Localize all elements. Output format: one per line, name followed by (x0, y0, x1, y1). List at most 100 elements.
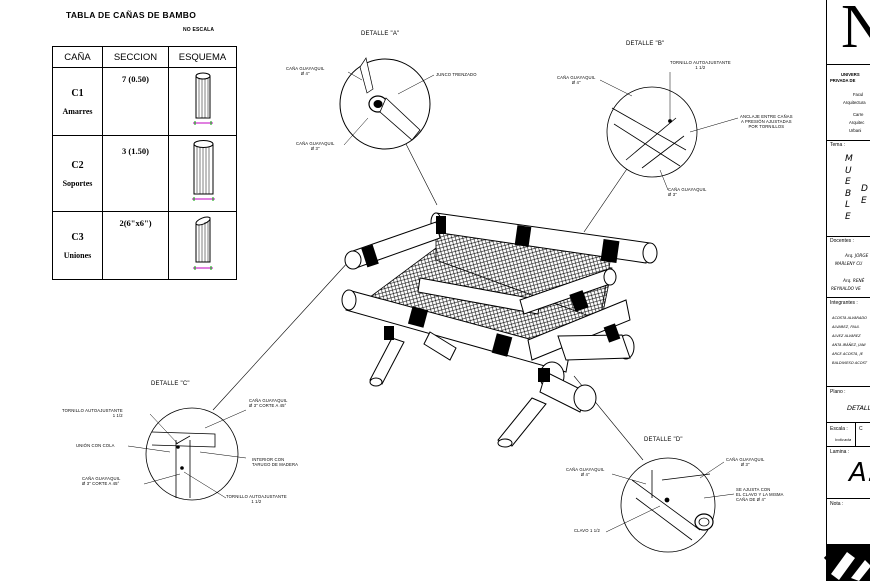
escala-label: Escala : (830, 426, 848, 432)
logo-letter: N (841, 0, 870, 61)
row-code: C3 (71, 231, 84, 243)
tema-letter: E (845, 211, 851, 222)
univ-line: PRIVADA DE (830, 78, 856, 83)
row-code: C2 (71, 159, 84, 171)
row-section: 2(6"x6") (119, 217, 152, 228)
tema-text-2: D E (861, 184, 868, 207)
univ-line: Urbani (849, 128, 862, 133)
row-section-cell: 3 (1.50) (102, 135, 169, 212)
bamboo-chair (341, 212, 658, 448)
divider (827, 386, 870, 387)
detail-c-label: TORNILLO AUTOAJUSTANTE 1 1/2 (62, 408, 123, 418)
divider (827, 422, 870, 423)
tema-letter: U (845, 165, 852, 176)
escala-value: Indicada (835, 437, 852, 442)
row-section: 3 (1.50) (122, 145, 149, 156)
detail-a-label: CAÑA GUAYAQUIL Ø 3" (296, 141, 335, 151)
divider (855, 422, 856, 446)
tema-text: M U E B L E (845, 154, 853, 223)
tema-letter: M (845, 154, 853, 164)
detail-b-label: CAÑA GUAYAQUIL Ø 4" (557, 75, 596, 85)
row-code: C1 (71, 87, 84, 99)
detail-c-circle (145, 407, 239, 501)
label-leaders (127, 71, 739, 533)
detail-b-label: TORNILLO AUTOAJUSTANTE 1 1/2 (670, 60, 731, 70)
row-schema-cell (168, 135, 237, 212)
detail-d-title: DETALLE "D" (644, 437, 683, 443)
row-name: Uniones (63, 250, 92, 260)
divider (827, 446, 870, 447)
table-title: TABLA DE CAÑAS DE BAMBO (66, 10, 197, 20)
docente-line: MARLENY CU (835, 261, 863, 266)
detail-b-label: ANCLAJE ENTRE CAÑAS A PRESIÓN AJUSTADAS … (740, 114, 793, 129)
detail-c-label: CAÑA GUAYAQUIL Ø 3" CORTE A 45° (249, 398, 288, 408)
integrante-line: BALDIVIESO ACOST (832, 361, 868, 365)
detail-c-title: DETALLE "C" (151, 381, 190, 387)
bamboo-c2-schema (191, 140, 215, 201)
nota-label: Nota : (830, 501, 844, 507)
integrante-line: ANTA IBÁÑEZ, JANI (832, 343, 866, 347)
row-name: Soportes (62, 178, 93, 188)
c-label: C (859, 426, 863, 432)
detail-c-label: TORNILLO AUTOAJUSTANTE 1 1/2 (226, 494, 287, 504)
row-name: Amarres (62, 106, 93, 116)
plano-label: Plano : (830, 389, 846, 395)
detail-d-label: SE AJUSTA CON EL CLAVO Y LA MISMA CAÑA D… (736, 487, 784, 502)
detail-d-label: CAÑA GUAYAQUIL Ø 3" (726, 457, 765, 467)
integrante-line: ACOSTA ALVARADO (832, 316, 867, 320)
docente-line: Arq. JORGE (845, 253, 869, 258)
univ-line: Arquitec (849, 120, 865, 125)
integrante-line: ARCE ACOSTA, JE (832, 352, 863, 356)
univ-line: UNIVERS (841, 72, 860, 77)
tema-letter: E (845, 177, 851, 187)
docente-line: REYNALDO VE (831, 286, 861, 291)
detail-a-circle (339, 57, 431, 150)
row-schema-cell (168, 67, 237, 136)
table-header-row: CAÑA SECCION ESQUEMA (52, 46, 237, 68)
tema-letter: D (861, 184, 868, 194)
detail-b-label: CAÑA GUAYAQUIL Ø 3" (668, 187, 707, 197)
scale-note: NO ESCALA (183, 27, 215, 33)
univ-line: Arquitectura (843, 100, 866, 105)
docente-line: Arq. RENÉ (843, 278, 865, 283)
docentes-label: Docentes : (830, 238, 854, 244)
integrante-line: ALVEZ ALVAREZ (832, 334, 861, 338)
row-section: 7 (0.50) (122, 73, 149, 84)
detail-d-label: CLAVO 1 1/2 (574, 528, 601, 533)
detail-c-label: CAÑA GUAYAQUIL Ø 3" CORTE A 45° (82, 476, 121, 486)
detail-b-title: DETALLE "B" (626, 41, 665, 47)
detail-c-label: INTERIOR CON TARUGO DE MADERA (252, 457, 299, 467)
row-section-cell: 2(6"x6") (102, 211, 169, 280)
univ-line: Facul (853, 92, 864, 97)
detail-a-title: DETALLE "A" (361, 31, 400, 37)
tema-label: Tema : (830, 142, 846, 148)
tema-letter: B (845, 188, 852, 199)
integrantes-label: Integrantes : (830, 300, 858, 306)
bamboo-c3-schema (192, 216, 213, 270)
chair-drawing (127, 57, 826, 560)
bamboo-c1-schema (192, 72, 213, 125)
tema-letter: L (845, 200, 851, 210)
detail-d-label: CAÑA GUAYAQUIL Ø 4" (566, 467, 605, 477)
title-block: N UNIVERS PRIVADA DE Facul Arquitectura … (826, 0, 870, 581)
univ-line: Carre (853, 112, 864, 117)
row-schema-cell (168, 211, 237, 280)
plano-value: DETALL (847, 404, 870, 412)
title-block-emblem (827, 544, 870, 581)
lamina-label: Lamina : (830, 449, 850, 455)
divider (827, 64, 870, 65)
detail-a-label: JUNCO TRENZADO (436, 72, 477, 77)
divider (827, 297, 870, 298)
detail-b-circle (606, 86, 698, 178)
detail-d-circle (620, 457, 716, 553)
tema-letter: E (861, 195, 867, 206)
divider (827, 236, 870, 237)
detail-c-label: UNIÓN CON COLA (76, 443, 115, 448)
lamina-value: A. (849, 458, 870, 488)
